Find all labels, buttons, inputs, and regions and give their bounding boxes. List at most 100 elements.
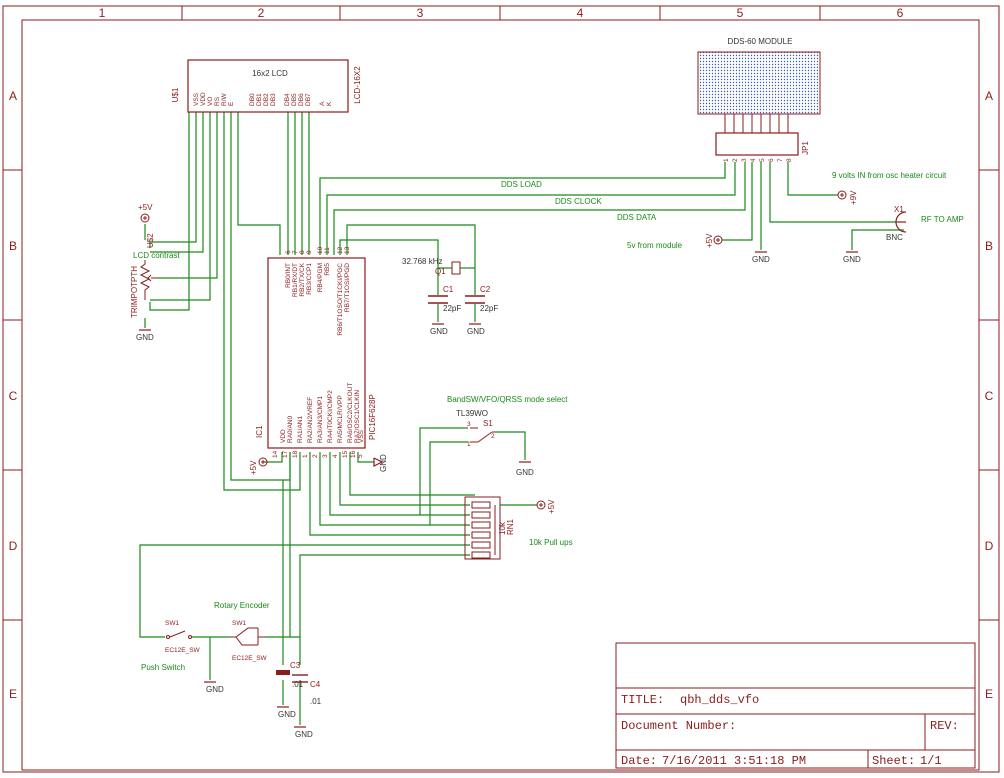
row-label: C [9,389,18,403]
mcu-top-pin: RB3/CCP1 [306,263,313,295]
row-label: E [985,687,993,701]
mcu-bottom-pin-number: 16 [350,450,357,458]
sw1b-ref: SW1 [232,620,246,627]
plus5v-symbol: +5V [536,499,556,514]
docnum-label: Document Number: [621,719,736,733]
dds-pin-number: 4 [750,158,757,162]
lcd-pin: K [326,101,333,106]
column-label: 4 [577,6,584,20]
gnd-label: GND [516,468,534,477]
gnd-symbols [139,251,858,728]
row-label: C [985,389,994,403]
mcu-top-pin-number: 10 [317,246,324,254]
lcd-pin: R/W [221,93,228,107]
lcd-16x2: 16x2 LCD U$1 LCD-16X2 VSS VDD VO RS R/W … [171,59,362,113]
column-label: 5 [737,6,744,20]
trimpot-u2 [139,260,157,300]
mcu-top-pin-number: 11 [324,247,331,254]
mcu-value: PIC16F628P [368,394,377,440]
lcd-pin: DB6 [298,93,305,106]
net-pullups: 10k Pull ups [529,538,573,547]
rn-ref: RN1 [506,518,515,535]
lcd-pin: DB3 [270,93,277,106]
mcu-bottom-pin-labels: VDD RA0/AN0 RA1/AN1 RA2/AN2/VREF RA3/AN3… [280,383,365,443]
mcu-bottom-pin-number: 15 [342,450,349,458]
frame-row-labels: A B C D E A B C D E [9,89,994,701]
dds60-module: DDS-60 MODULE JP1 1 2 3 4 5 6 7 8 [697,37,821,162]
lcd-pin: E [228,101,235,106]
lcd-pin: DB2 [263,93,270,106]
mcu-bottom-pin-number: 4 [332,454,339,458]
net-lcd-contrast: LCD contrast [133,251,180,260]
row-label: B [985,239,993,253]
mcu-top-pin-numbers: 6 7 8 9 10 11 12 13 [285,246,351,254]
mcu-top-pin-number: 6 [285,250,292,254]
c4-value: .01 [310,697,322,706]
mode-switch-s1 [470,427,495,443]
gnd-label: GND [295,730,313,739]
dds-pin-number: 8 [786,158,793,162]
mcu-bottom-pin-number: 1 [302,454,309,458]
plus5v-symbol: +5V [138,203,153,223]
crystal-q1: 32.768 kHz Q1 [402,257,461,276]
c3-ref: C3 [290,661,301,670]
net-9v-in: 9 volts IN from osc heater circuit [832,171,947,180]
lcd-pin: VSS [193,92,200,106]
mcu-bottom-pin: RA4/T0CKI/CMP2 [327,390,334,443]
c3-value: .01 [292,680,304,689]
mcu-bottom-pin-number: 3 [322,454,329,458]
mcu-top-pin-number: 9 [306,250,313,254]
net-dds-clock: DDS CLOCK [555,197,602,206]
encoder-switch-sw1 [230,627,265,646]
gnd-label: GND [379,454,388,472]
net-5v-module: 5v from module [627,241,683,250]
c4-ref: C4 [310,680,321,689]
capacitor-c1 [428,295,448,304]
lcd-ref: U$1 [171,87,180,102]
capacitor-c4 [292,674,308,683]
row-label: A [9,89,17,103]
row-label: A [985,89,993,103]
lcd-pin-labels: VSS VDD VO RS R/W E DB0 DB1 DB2 DB3 DB4 … [193,92,333,106]
mcu-top-pin: RB2/TX/CK [299,262,306,296]
net-push-switch: Push Switch [141,663,185,672]
gnd-label: GND [430,327,448,336]
dds-pin-numbers: 1 2 3 4 5 6 7 8 [723,158,793,162]
frame-column-labels: 1 2 3 4 5 6 [99,6,904,20]
mcu-bottom-pin-number: 2 [312,454,319,458]
dds-pin-number: 7 [777,158,784,162]
mcu-top-pin-number: 13 [344,246,351,254]
row-label: E [9,687,17,701]
mcu-top-pin: RB1/RX/DT [292,263,299,297]
mcu-bottom-pin: RA1/AN1 [297,416,304,443]
date-value: 7/16/2011 3:51:18 PM [662,754,806,768]
mcu-top-pin-number: 8 [299,250,306,254]
title-label: TITLE: [621,693,664,707]
c1-ref: C1 [443,285,454,294]
row-label: D [9,539,18,553]
trimpot-ref: U$2 [146,233,155,248]
mcu-bottom-pin-number: 17 [282,450,289,458]
net-rotary-encoder: Rotary Encoder [214,601,270,610]
dds-pin-number: 1 [723,158,730,162]
switch-ref: S1 [483,419,493,428]
mcu-top-pin: RB7/T1OSI/PGD [344,263,351,312]
gnd-label: GND [278,710,296,719]
dds-title: DDS-60 MODULE [728,37,793,46]
rev-label: REV: [930,719,959,733]
net-wires [139,112,904,725]
lcd-title: 16x2 LCD [252,69,288,78]
net-dds-load: DDS LOAD [501,180,542,189]
mcu-bottom-pin: RA6/OSC2/CLKOUT [347,383,354,443]
c2-value: 22pF [480,304,498,313]
mcu-bottom-pin-number: 5 [357,454,364,458]
gnd-label: GND [467,327,485,336]
mcu-bottom-pin: RA3/AN3/CMP1 [317,396,324,443]
plus5v-label: +5V [705,233,714,248]
column-label: 1 [99,6,106,20]
switch-pin: 2 [491,433,495,440]
lcd-pin: RS [214,96,221,106]
mcu-top-pin-labels: RB0/INT RB1/RX/DT RB2/TX/CK RB3/CCP1 RB4… [285,262,351,335]
rn-value: 10k [498,521,507,535]
mcu-top-pin-number: 7 [292,250,299,254]
